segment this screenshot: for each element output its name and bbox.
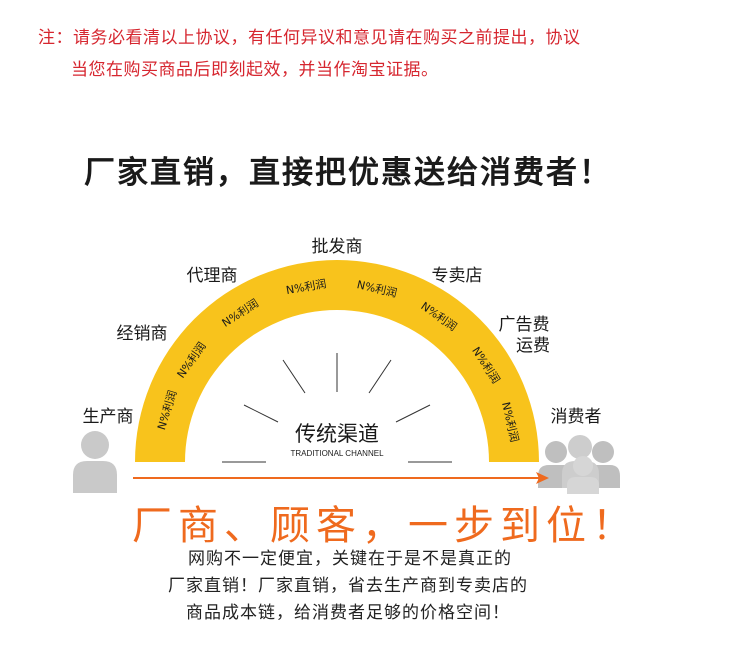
channel-label-store: 专卖店: [432, 266, 483, 286]
notice-line-2: 当您在购买商品后即刻起效，并当作淘宝证据。: [71, 60, 439, 80]
headline: 厂家直销，直接把优惠送给消费者！: [84, 155, 612, 191]
slogan: 厂商、顾客，一步到位！: [132, 503, 638, 549]
producer-person-icon: [73, 431, 117, 493]
notice-line-1: 注：请务必看清以上协议，有任何异议和意见请在购买之前提出，协议: [38, 28, 581, 48]
channel-arc: [135, 260, 539, 462]
direction-arrow: [133, 472, 549, 484]
body-line-2: 厂家直销！厂家直销，省去生产商到专卖店的: [168, 576, 528, 596]
channel-label-ad-fee: 广告费: [499, 315, 550, 335]
body-copy: 网购不一定便宜，关键在于是不是真正的 厂家直销！厂家直销，省去生产商到专卖店的 …: [0, 546, 734, 627]
producer-label: 生产商: [83, 407, 134, 427]
channel-label-shipping: 运费: [516, 336, 550, 356]
channel-label-distributor: 经销商: [117, 324, 168, 344]
notice: 注：请务必看清以上协议，有任何异议和意见请在购买之前提出，协议 当您在购买商品后…: [38, 22, 581, 86]
body-line-1: 网购不一定便宜，关键在于是不是真正的: [188, 549, 512, 569]
channel-label-agent: 代理商: [187, 266, 238, 286]
profit-label: N%利润: [285, 276, 328, 297]
center-subtitle: TRADITIONAL CHANNEL: [290, 449, 384, 458]
body-line-3: 商品成本链，给消费者足够的价格空间！: [186, 603, 510, 623]
center-title: 传统渠道: [295, 422, 379, 446]
consumers-group-icon: [538, 435, 620, 494]
channel-label-wholesaler: 批发商: [312, 237, 363, 257]
consumer-label: 消费者: [551, 407, 602, 427]
radiating-lines: [222, 353, 452, 463]
